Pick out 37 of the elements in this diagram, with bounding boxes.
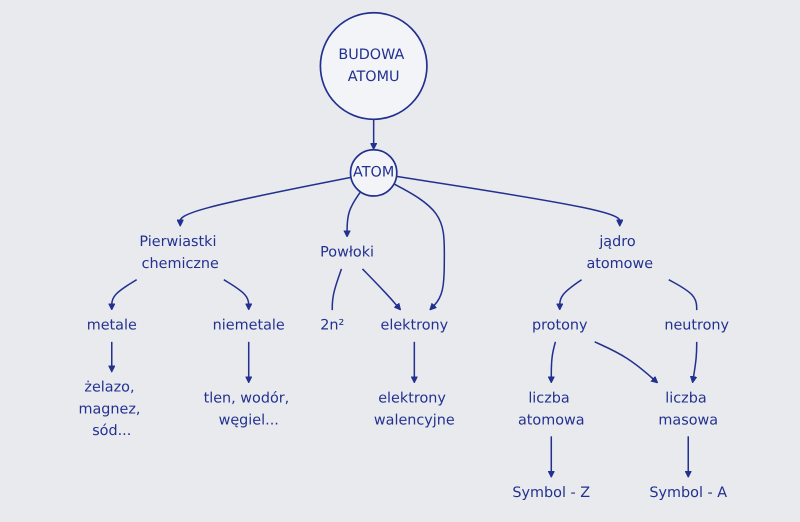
arrow <box>594 341 658 384</box>
node-circle: BUDOWA ATOMU <box>320 12 428 120</box>
node-text: niemetale <box>212 316 285 334</box>
arrow <box>362 268 402 310</box>
node-text: jądro atomowe <box>586 233 654 272</box>
arrow <box>370 119 378 150</box>
arrow <box>394 183 446 310</box>
arrow <box>410 342 418 384</box>
node-text: protony <box>532 316 588 334</box>
arrow <box>223 279 252 310</box>
arrow <box>396 176 624 227</box>
arrow <box>690 342 698 384</box>
node-circle: ATOM <box>350 148 398 197</box>
connector <box>332 268 342 310</box>
arrow <box>343 191 362 238</box>
node-text: Powłoki <box>320 244 374 261</box>
node-text: 2n² <box>320 316 344 334</box>
arrow <box>108 342 116 373</box>
node-text: tlen, wodór, węgiel... <box>204 390 290 428</box>
arrow <box>108 279 138 310</box>
node-text: żelazo, magnez, sód... <box>78 379 140 440</box>
arrow <box>548 342 556 384</box>
node-text: elektrony <box>380 316 448 334</box>
connector <box>668 279 698 310</box>
arrow <box>245 342 252 384</box>
node-text: Symbol - Z <box>512 484 590 502</box>
arrow <box>176 176 352 227</box>
node-text: liczba atomowa <box>518 390 585 428</box>
node-text: liczba masowa <box>658 390 718 428</box>
arrow <box>684 436 692 478</box>
node-text: Symbol - A <box>649 484 728 502</box>
arrow <box>548 436 555 478</box>
node-text: neutrony <box>664 316 730 334</box>
arrow <box>556 279 582 310</box>
node-text: elektrony walencyjne <box>374 390 455 428</box>
node-text: Pierwiastki chemiczne <box>139 233 219 272</box>
node-text: metale <box>86 316 137 334</box>
